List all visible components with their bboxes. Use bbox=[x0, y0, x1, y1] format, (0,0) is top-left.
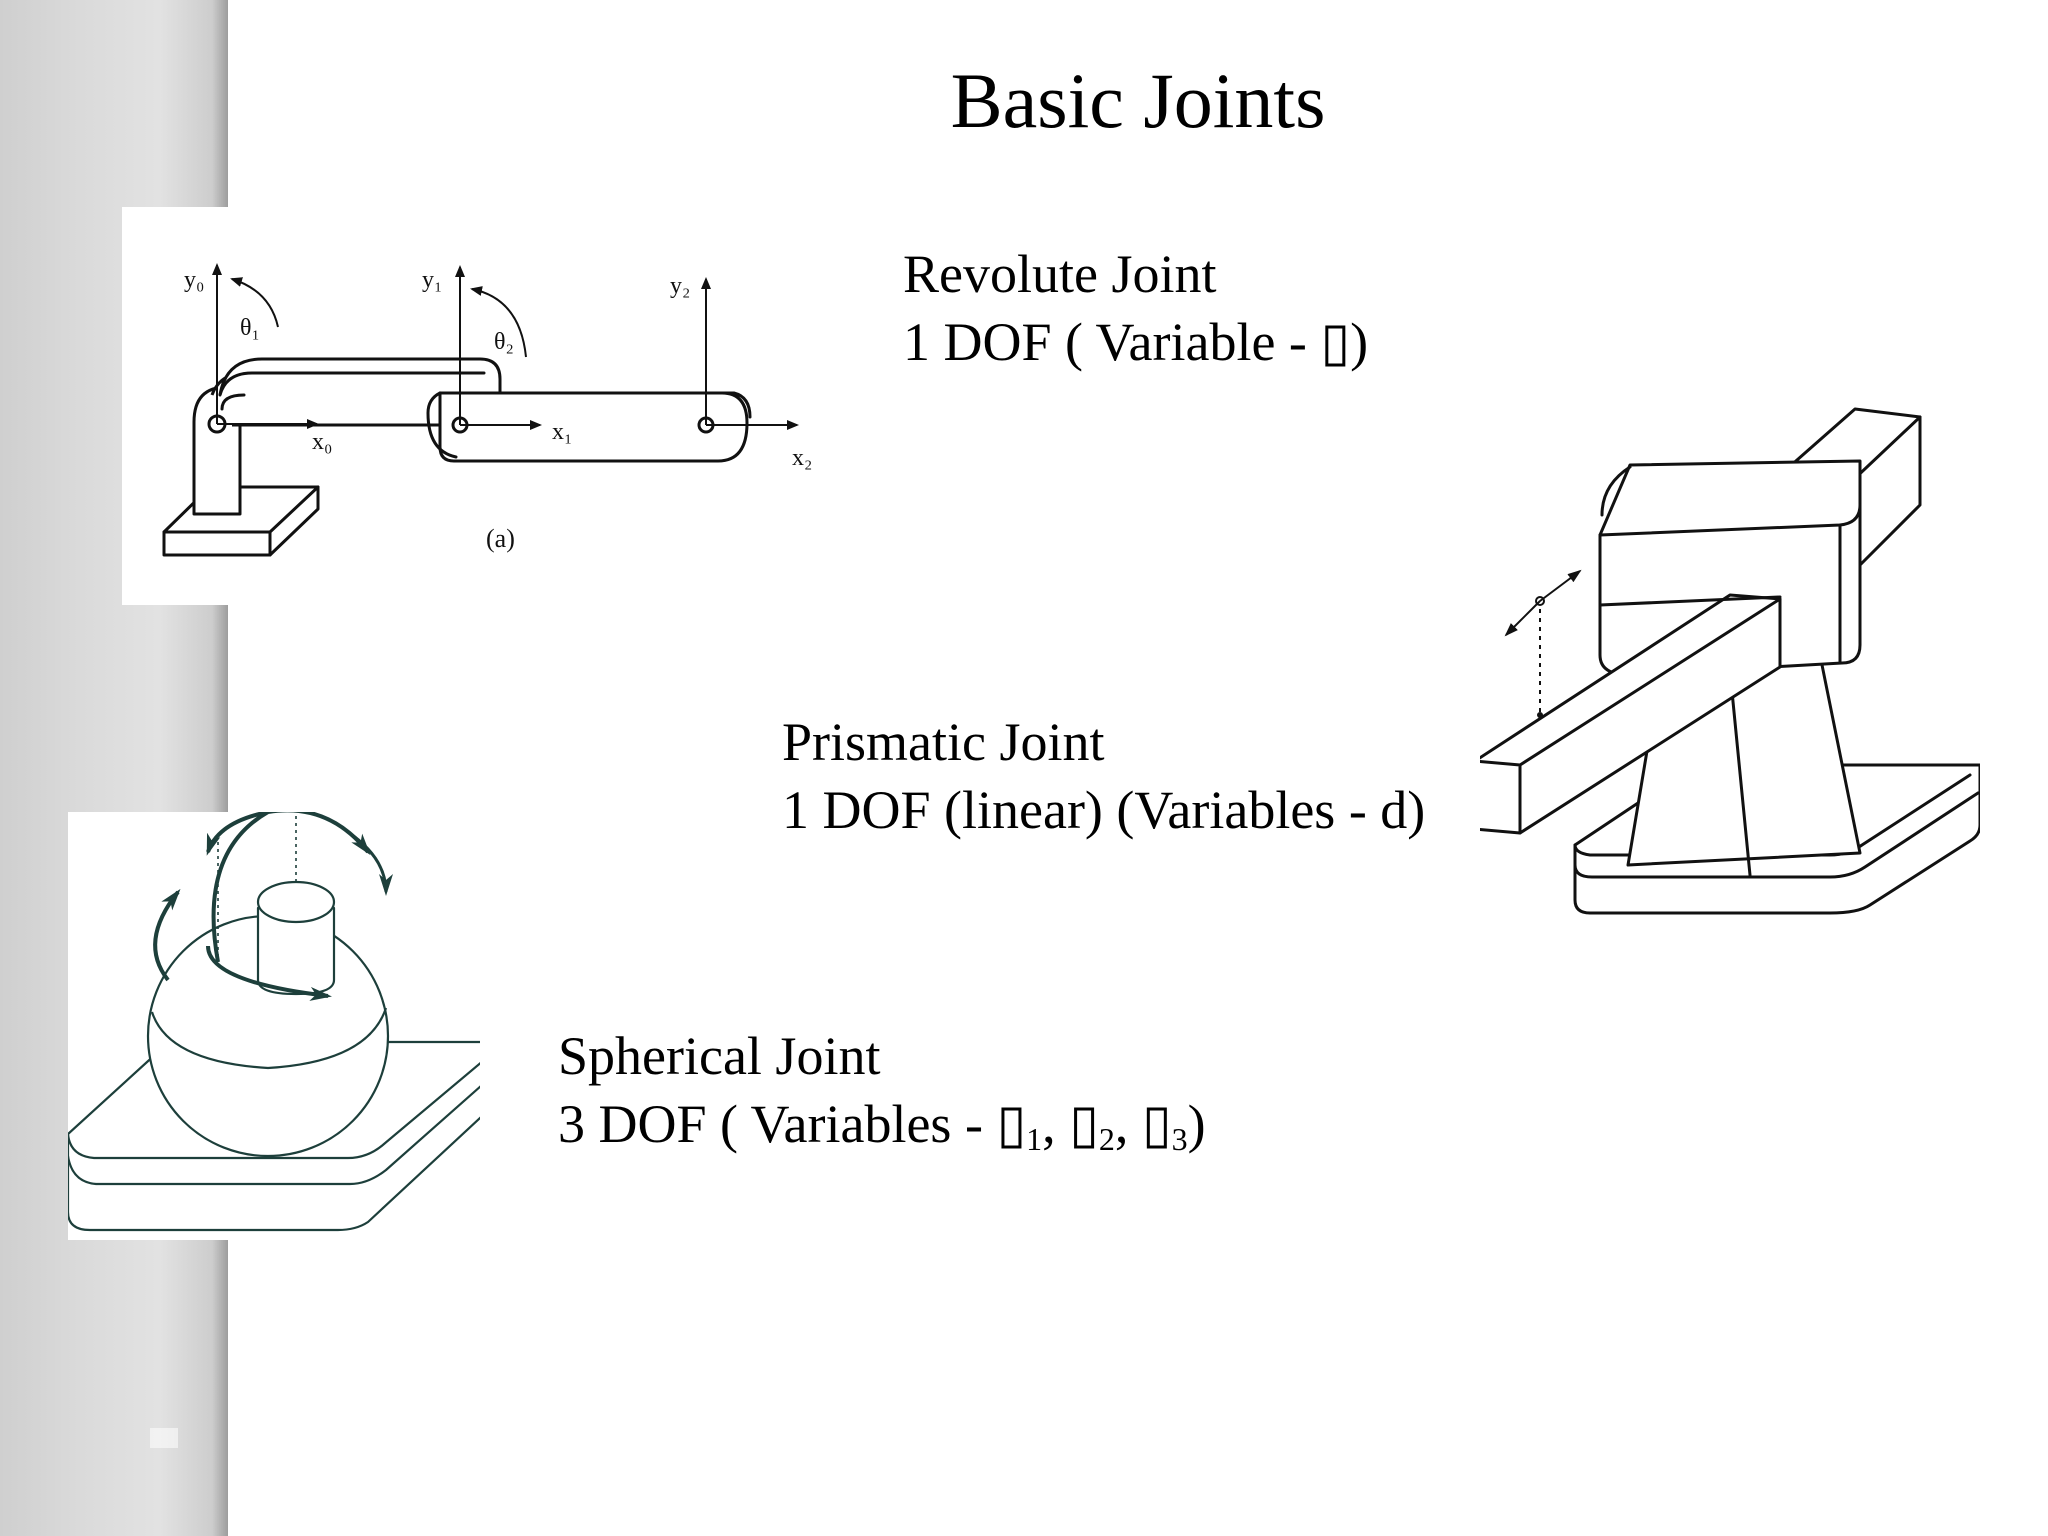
spherical-variable-symbol-3: ▯ bbox=[1141, 1094, 1172, 1154]
slide-title: Basic Joints bbox=[950, 57, 1326, 144]
spherical-joint-dof: 3 DOF ( Variables - ▯1, ▯2, ▯3) bbox=[558, 1090, 1206, 1158]
spherical-joint-drawing bbox=[68, 812, 480, 1232]
spherical-variable-symbol-1: ▯ bbox=[996, 1094, 1027, 1154]
revolute-label-y2: y₂ bbox=[670, 273, 690, 299]
prismatic-housing-block bbox=[1598, 459, 1862, 677]
spherical-joint-name: Spherical Joint bbox=[558, 1026, 881, 1086]
spherical-rotation-arrows bbox=[153, 812, 393, 1001]
spherical-separator-1: , bbox=[1042, 1094, 1070, 1154]
revolute-label-x1: x₁ bbox=[552, 419, 572, 445]
revolute-frame-axes bbox=[212, 263, 799, 430]
spherical-subscript-2: 2 bbox=[1098, 1121, 1115, 1157]
revolute-second-link bbox=[426, 391, 752, 463]
revolute-joint-label: Revolute Joint 1 DOF ( Variable - ▯) bbox=[903, 240, 1368, 376]
spherical-joint-label: Spherical Joint 3 DOF ( Variables - ▯1, … bbox=[558, 1022, 1206, 1158]
spherical-separator-2: , bbox=[1114, 1094, 1142, 1154]
sidebar-mark bbox=[150, 1428, 178, 1448]
spherical-subscript-1: 1 bbox=[1026, 1121, 1043, 1157]
revolute-label-y0: y₀ bbox=[184, 267, 204, 293]
revolute-variable-symbol: ▯ bbox=[1320, 312, 1351, 372]
prismatic-joint-dof: 1 DOF (linear) (Variables - d) bbox=[782, 780, 1426, 840]
prismatic-joint-figure bbox=[1480, 405, 1980, 970]
revolute-joint-dof: 1 DOF ( Variable - ▯) bbox=[903, 308, 1368, 376]
revolute-arm-drawing: y₀ y₁ y₂ θ₁ θ₂ x₀ x₁ x₂ (a) bbox=[162, 263, 812, 557]
spherical-joint-figure bbox=[68, 812, 480, 1240]
revolute-label-x2: x₂ bbox=[792, 445, 812, 471]
spherical-variable-symbol-2: ▯ bbox=[1069, 1094, 1099, 1154]
revolute-first-link bbox=[218, 357, 502, 427]
prismatic-robot-drawing bbox=[1480, 407, 1980, 915]
spherical-dof-text: 3 DOF ( Variables - bbox=[558, 1094, 997, 1154]
revolute-dof-close: ) bbox=[1350, 312, 1369, 372]
revolute-label-y1: y₁ bbox=[422, 267, 442, 293]
revolute-figure-caption: (a) bbox=[486, 524, 515, 553]
revolute-label-x0: x₀ bbox=[312, 429, 332, 455]
prismatic-joint-name: Prismatic Joint bbox=[782, 712, 1105, 772]
spherical-dof-close: ) bbox=[1187, 1094, 1206, 1154]
prismatic-joint-label: Prismatic Joint 1 DOF (linear) (Variable… bbox=[782, 708, 1425, 844]
prismatic-motion-arrow bbox=[1504, 569, 1582, 718]
revolute-dof-text: 1 DOF ( Variable - bbox=[903, 312, 1321, 372]
revolute-label-theta2: θ₂ bbox=[494, 329, 514, 355]
spherical-subscript-3: 3 bbox=[1171, 1121, 1188, 1157]
prismatic-sliding-arm bbox=[1480, 593, 1782, 835]
spherical-stem-cylinder bbox=[217, 812, 336, 996]
revolute-label-theta1: θ₁ bbox=[240, 315, 260, 341]
revolute-joint-figure: y₀ y₁ y₂ θ₁ θ₂ x₀ x₁ x₂ (a) bbox=[122, 207, 870, 605]
revolute-joint-name: Revolute Joint bbox=[903, 244, 1217, 304]
